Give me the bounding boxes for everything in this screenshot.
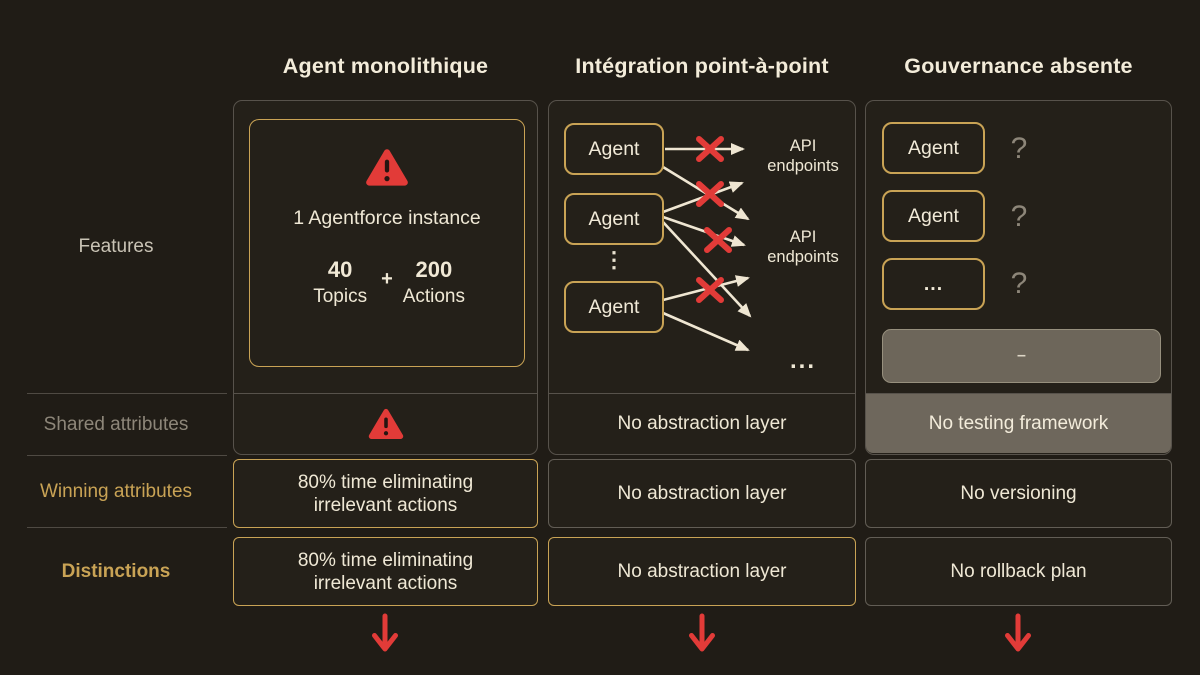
monolithic-features: 1 Agentforce instance 40 Topics + 200 Ac…: [234, 101, 537, 393]
distinctions-cell-monolithic: 80% time eliminating irrelevant actions: [233, 537, 538, 606]
features-panel-governance: Agent ? Agent ? ... ? – No testing frame…: [865, 100, 1172, 455]
agent-box: Agent: [882, 190, 985, 242]
features-panel-point-to-point: Agent Agent ⋮ Agent API endpoints API en…: [548, 100, 856, 455]
winning-cell-text: 80% time eliminating irrelevant actions: [297, 471, 474, 516]
instance-label: 1 Agentforce instance: [293, 207, 481, 229]
more-ellipsis: ...: [789, 347, 816, 374]
row-label-features: Features: [78, 236, 154, 257]
p2p-features: Agent Agent ⋮ Agent API endpoints API en…: [549, 101, 855, 393]
warning-icon: [368, 408, 403, 439]
down-arrow-icon: [1005, 613, 1031, 652]
shared-cell-p2p: No abstraction layer: [549, 393, 855, 453]
actions-label: Actions: [402, 286, 465, 307]
more-agents-box: ...: [882, 258, 985, 310]
agent-label: Agent: [908, 136, 959, 159]
distinctions-cell-text: No rollback plan: [950, 561, 1087, 582]
plus-sign: +: [381, 268, 393, 290]
distinctions-cell-p2p: No abstraction layer: [548, 537, 856, 606]
distinctions-cell-text: 80% time eliminating irrelevant actions: [297, 549, 474, 594]
winning-cell-governance: No versioning: [865, 459, 1172, 528]
shared-cell-governance: No testing framework: [866, 393, 1171, 453]
vertical-ellipsis-icon: ⋮: [603, 247, 625, 272]
question-mark-icon: ?: [1010, 267, 1028, 300]
column-header-monolithic: Agent monolithique: [282, 54, 489, 78]
governance-features: Agent ? Agent ? ... ? –: [866, 101, 1171, 393]
red-x-icons: [696, 136, 732, 303]
row-label-shared-attributes: Shared attributes: [43, 414, 189, 435]
down-arrow-icon: [689, 613, 715, 652]
winning-cell-monolithic: 80% time eliminating irrelevant actions: [233, 459, 538, 528]
agentforce-instance-card: 1 Agentforce instance 40 Topics + 200 Ac…: [249, 119, 525, 367]
api-endpoints-label: API endpoints: [767, 228, 839, 266]
shared-cell-monolithic: [234, 393, 537, 453]
p2p-arrows-graphic: [662, 136, 752, 352]
distinctions-cell-text: No abstraction layer: [617, 561, 787, 582]
row-label-winning-attributes: Winning attributes: [39, 481, 193, 502]
agent-label: Agent: [588, 137, 640, 160]
column-header-governance: Gouvernance absente: [904, 54, 1133, 78]
winning-cell-text: No abstraction layer: [617, 483, 787, 504]
topics-stat: 40 Topics: [305, 257, 375, 308]
column-header-point-to-point: Intégration point-à-point: [575, 54, 829, 78]
topics-label: Topics: [313, 286, 368, 307]
agent-box: Agent: [564, 193, 664, 245]
row-label-distinctions: Distinctions: [61, 561, 171, 582]
row-divider: [27, 393, 227, 394]
shared-cell-text: No testing framework: [928, 412, 1109, 434]
agent-box: Agent: [564, 281, 664, 333]
row-divider: [27, 527, 227, 528]
agent-box: Agent: [564, 123, 664, 175]
empty-slot-box: –: [882, 329, 1161, 383]
topics-actions-stats: 40 Topics + 200 Actions: [305, 257, 469, 308]
dash-label: –: [1017, 347, 1026, 364]
topics-value: 40: [327, 257, 353, 282]
winning-cell-text: No versioning: [960, 483, 1077, 504]
down-arrow-icon: [372, 613, 398, 652]
actions-stat: 200 Actions: [399, 257, 469, 308]
agent-label: Agent: [908, 204, 959, 227]
question-mark-icon: ?: [1010, 132, 1028, 165]
winning-cell-p2p: No abstraction layer: [548, 459, 856, 528]
question-mark-icon: ?: [1010, 200, 1028, 233]
shared-cell-text: No abstraction layer: [617, 412, 787, 434]
agent-box: Agent: [882, 122, 985, 174]
distinctions-cell-governance: No rollback plan: [865, 537, 1172, 606]
agent-label: Agent: [588, 207, 640, 230]
warning-icon: [366, 149, 408, 186]
features-panel-monolithic: 1 Agentforce instance 40 Topics + 200 Ac…: [233, 100, 538, 455]
api-endpoints-label: API endpoints: [767, 137, 839, 175]
more-agents-label: ...: [923, 272, 944, 295]
row-divider: [27, 455, 227, 456]
actions-value: 200: [415, 257, 453, 282]
agent-label: Agent: [588, 295, 640, 318]
